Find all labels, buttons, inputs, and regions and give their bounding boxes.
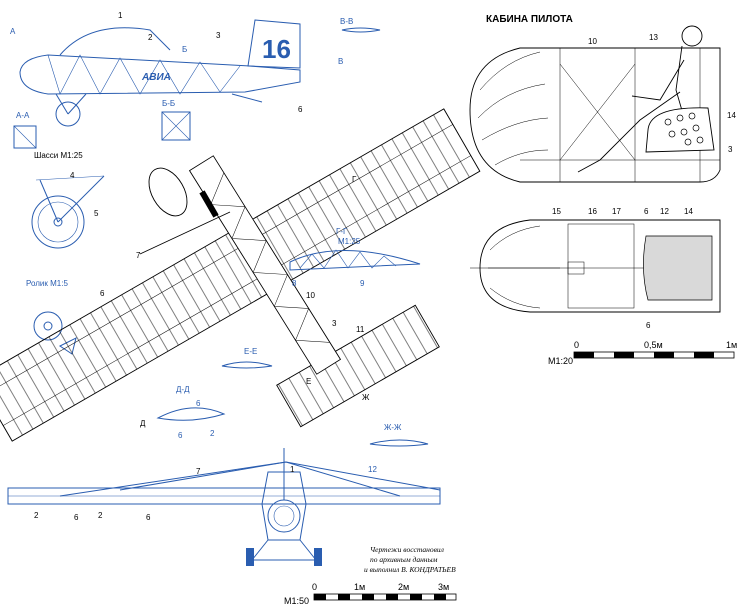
main-scale: M1:50 0 1м 2м 3м: [284, 582, 457, 606]
front-callout-6b: 6: [146, 513, 151, 522]
cockpit-callout-16: 16: [588, 207, 597, 216]
section-dd-callout-2: 2: [210, 429, 215, 438]
fin: [247, 19, 301, 69]
side-callout-2: 2: [148, 33, 153, 42]
section-ee-label: Е-Е: [244, 347, 257, 356]
cut-mark-g: Г: [352, 175, 357, 184]
cockpit-drawing: КАБИНА ПИЛОТА 10 13 14 3 15 16 17 12: [469, 14, 737, 366]
side-mark-b: Б: [182, 45, 187, 54]
chassis-callout-5: 5: [94, 209, 99, 218]
section-ee: Е-Е: [221, 347, 273, 369]
section-gg-callout-8: 8: [292, 279, 297, 288]
section-dd-callout-6b: 6: [178, 431, 183, 440]
side-callout-1: 1: [118, 11, 123, 20]
section-vv-label: В-В: [340, 17, 353, 26]
cockpit-side-outline: [469, 47, 721, 183]
front-callout-1: 1: [290, 465, 295, 474]
cockpit-scale-1m: 1м: [726, 340, 737, 350]
plan-callout-6b: 6: [100, 289, 105, 298]
engine-cowl: [148, 167, 188, 217]
credit-line-1: Чертежи восстановил: [370, 545, 444, 554]
credit-line-3: и выполнил В. КОНДРАТЬЕВ: [364, 565, 456, 574]
plan-callout-10: 10: [306, 291, 315, 300]
plan-callout-6a: 6: [298, 105, 303, 114]
credit-block: Чертежи восстановил по архивным данным и…: [364, 545, 456, 574]
main-scale-2m: 2м: [398, 582, 409, 592]
section-gg-scale: М1:25: [338, 237, 361, 246]
side-wheel: [55, 101, 81, 127]
cockpit-callout-12: 12: [660, 207, 669, 216]
main-scale-label: M1:50: [284, 596, 309, 606]
front-callout-6a: 6: [74, 513, 79, 522]
plan-callout-11: 11: [356, 325, 365, 334]
cut-mark-d: Д: [140, 419, 146, 428]
credit-line-2: по архивным данным: [370, 555, 438, 564]
front-view: 7 1 2 6 2 6: [7, 448, 441, 566]
roller-label: Ролик М1:5: [26, 279, 68, 288]
cut-mark-zh: Ж: [362, 393, 370, 402]
main-scale-3m: 3м: [438, 582, 449, 592]
section-aa: А-А: [13, 111, 37, 149]
cabane: [59, 27, 171, 56]
propeller-blade: [199, 190, 219, 218]
cockpit-callout-17: 17: [612, 207, 621, 216]
plan-callout-7: 7: [136, 251, 141, 260]
cockpit-scale-0: 0: [574, 340, 579, 350]
cockpit-scale-half: 0,5м: [644, 340, 663, 350]
cockpit-title: КАБИНА ПИЛОТА: [486, 14, 573, 25]
section-dd-callout-6a: 6: [196, 399, 201, 408]
side-view: А Б 16 АВИА 1 2 3 В-В В: [10, 11, 381, 127]
cockpit-callout-14: 14: [727, 111, 736, 120]
chassis-callout-4: 4: [70, 171, 75, 180]
cockpit-callout-13: 13: [649, 33, 658, 42]
front-cowl: [267, 499, 301, 533]
section-gg-callout-9: 9: [360, 279, 365, 288]
chassis-detail: Шасси М1:25 4 5: [31, 151, 105, 249]
fuselage-lettering: АВИА: [141, 72, 171, 83]
side-mark-a: А: [10, 27, 16, 36]
section-gg-label: Г-Г: [336, 227, 348, 236]
section-gg: Г-Г М1:25 8 9: [289, 227, 421, 288]
cockpit-top-outline: [479, 219, 721, 313]
main-wing: [0, 108, 481, 442]
front-callout-2a: 2: [34, 511, 39, 520]
main-scale-0: 0: [312, 582, 317, 592]
section-zhzh-label: Ж-Ж: [384, 423, 402, 432]
cockpit-callout-10: 10: [588, 37, 597, 46]
tailplane: [276, 304, 440, 428]
main-scale-1m: 1м: [354, 582, 365, 592]
section-dd: Д-Д 6 6 2: [156, 385, 226, 440]
chassis-label: Шасси М1:25: [34, 151, 83, 160]
seat: [645, 107, 715, 153]
cut-mark-e: Е: [306, 377, 311, 386]
plan-callout-3: 3: [332, 319, 337, 328]
plan-view: 6 7 6 10 3 11 Г Е Ж Д: [0, 105, 481, 442]
seat-top: [643, 235, 713, 301]
front-callout-7: 7: [196, 467, 201, 476]
cockpit-top-callout-14: 14: [684, 207, 693, 216]
side-callout-3: 3: [216, 31, 221, 40]
front-callout-2b: 2: [98, 511, 103, 520]
section-aa-label: А-А: [16, 111, 30, 120]
cockpit-callout-3: 3: [728, 145, 733, 154]
section-dd-label: Д-Д: [176, 385, 190, 394]
section-zhzh: Ж-Ж 12: [368, 423, 429, 474]
cockpit-scale-label: M1:20: [548, 356, 573, 366]
section-bb: Б-Б: [161, 99, 191, 141]
section-zhzh-callout-12: 12: [368, 465, 377, 474]
section-v-mark: В: [338, 57, 343, 66]
fuselage-side: [19, 54, 301, 95]
cockpit-callout-15: 15: [552, 207, 561, 216]
cockpit-top-callout-6a: 6: [644, 207, 649, 216]
section-bb-label: Б-Б: [162, 99, 175, 108]
fin-number: 16: [262, 34, 291, 64]
cockpit-top-callout-6b: 6: [646, 321, 651, 330]
